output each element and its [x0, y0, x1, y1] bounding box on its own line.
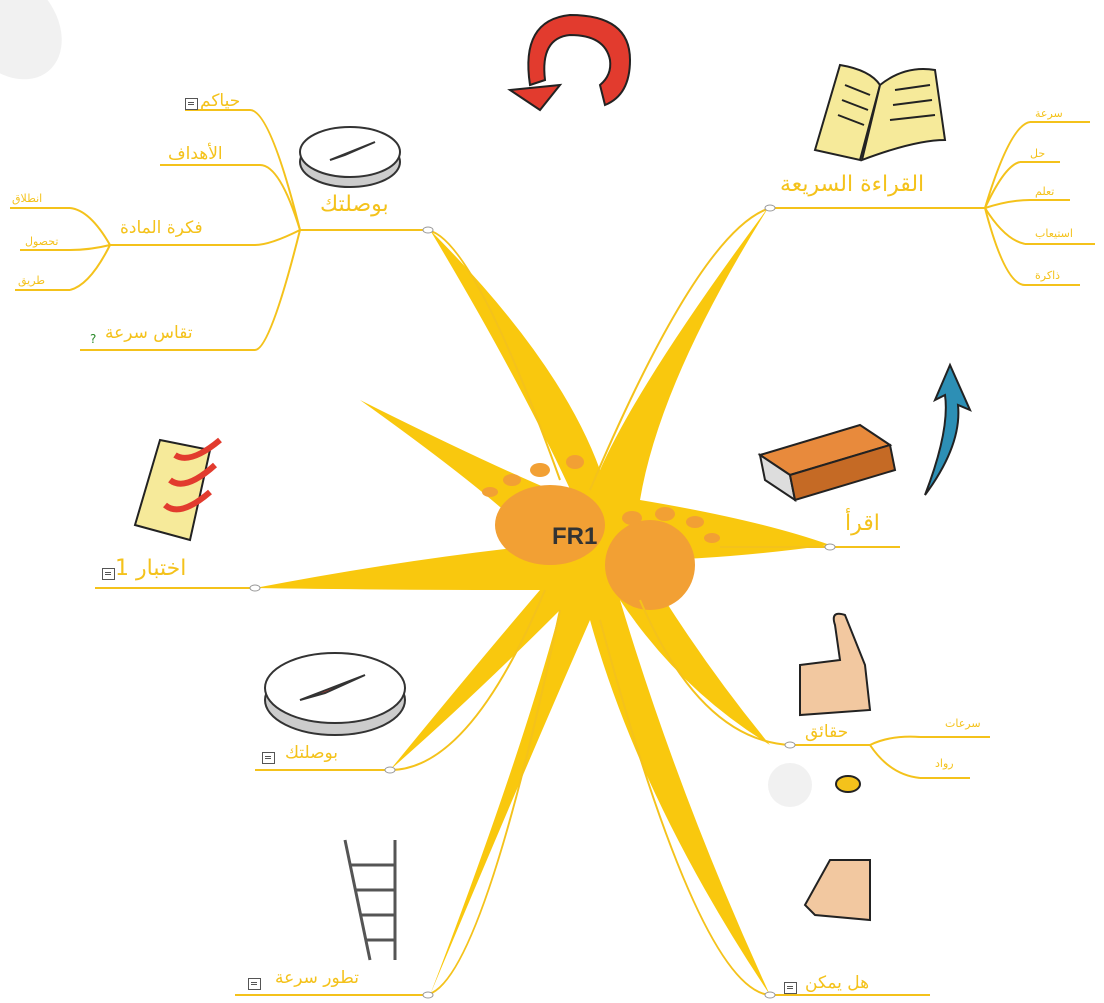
ladder-icon [343, 839, 397, 961]
speed-reading-child[interactable]: حل [1030, 147, 1046, 160]
branch-progress[interactable]: تطور سرعة [275, 968, 359, 988]
compass-child-welcome[interactable]: حياكم [200, 91, 241, 111]
compass-icon-bottom [264, 652, 406, 736]
facts-child[interactable]: رواد [935, 757, 954, 770]
closed-book-icon [757, 423, 897, 503]
open-book-icon [813, 63, 947, 162]
branch-can-you[interactable]: هل يمكن [805, 973, 870, 993]
speed-reading-child[interactable]: سرعة [1035, 107, 1063, 120]
refresh-arrow-icon [507, 13, 632, 112]
note-icon[interactable] [248, 978, 261, 990]
branch-compass-top[interactable]: بوصلتك [320, 192, 389, 217]
center-star [255, 205, 830, 995]
center-feet-icon [482, 455, 720, 610]
connector-dots [249, 204, 836, 999]
compass-child-idea[interactable]: فكرة المادة [120, 218, 203, 238]
thumbs-up-icon [799, 612, 872, 717]
branch-read[interactable]: اقرأ [845, 511, 880, 536]
note-icon[interactable] [102, 568, 115, 580]
branch-compass-bottom[interactable]: بوصلتك [285, 743, 339, 763]
branch-facts[interactable]: حقائق [805, 722, 849, 742]
speed-reading-child[interactable]: استيعاب [1035, 227, 1073, 240]
checklist-icon [133, 437, 222, 542]
facts-child[interactable]: سرعات [945, 717, 981, 730]
watermark [0, 0, 812, 807]
note-icon[interactable] [784, 982, 797, 994]
branch-test[interactable]: اختبار 1 [115, 556, 187, 581]
compass-icon [299, 126, 401, 188]
speed-reading-child[interactable]: تعلم [1035, 185, 1055, 198]
idea-child[interactable]: تحصول [25, 235, 59, 248]
speed-reading-child[interactable]: ذاكرة [1035, 269, 1061, 282]
note-icon[interactable] [262, 752, 275, 764]
note-icon[interactable] [185, 98, 198, 110]
compass-child-goals[interactable]: الأهداف [168, 144, 223, 164]
idea-child[interactable]: طريق [18, 274, 46, 287]
branch-speed-reading[interactable]: القراءة السريعة [780, 172, 925, 197]
coin-flip-icon [803, 775, 871, 922]
branch-lines [10, 109, 1095, 996]
hint-icon: ? [90, 332, 97, 346]
compass-child-measure[interactable]: تقاس سرعة [105, 323, 193, 343]
center-node-label[interactable]: FR1 [552, 523, 598, 550]
up-arrow-icon [924, 362, 972, 496]
idea-child[interactable]: انطلاق [12, 192, 43, 205]
